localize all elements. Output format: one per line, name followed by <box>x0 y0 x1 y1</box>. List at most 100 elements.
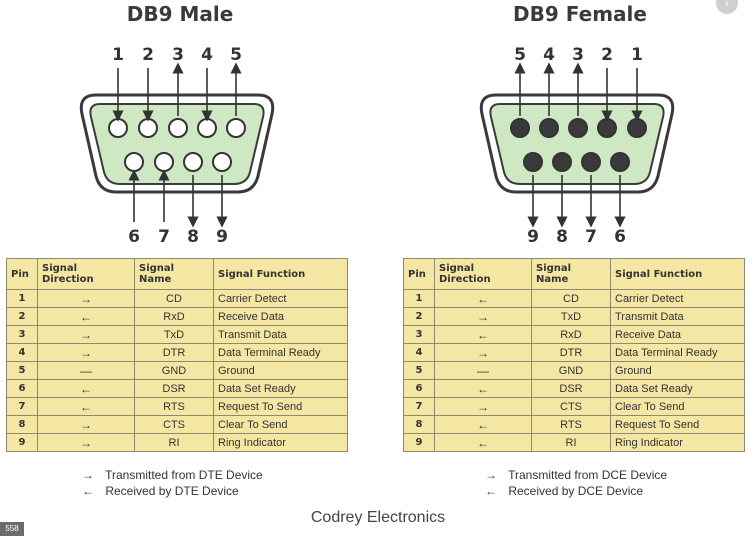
cell-signal-direction: ← <box>434 415 532 434</box>
pin-number-5: 5 <box>514 45 526 65</box>
cell-signal-name: RTS <box>134 397 214 416</box>
cell-signal-name: DSR <box>531 379 611 398</box>
cell-signal-function: Ring Indicator <box>610 433 745 452</box>
cell-pin: 7 <box>403 397 435 416</box>
cell-pin: 6 <box>6 379 38 398</box>
pin-7 <box>581 152 601 172</box>
pin-number-3: 3 <box>572 45 584 65</box>
pin-4 <box>539 118 559 138</box>
cell-pin: 8 <box>6 415 38 434</box>
cell-pin: 6 <box>403 379 435 398</box>
header-signal-name: Signal Name <box>531 258 611 290</box>
female-title: DB9 Female <box>513 2 647 26</box>
image-id-badge: 558 <box>0 522 24 536</box>
pin-number-2: 2 <box>601 45 613 65</box>
cell-pin: 5 <box>6 361 38 380</box>
cell-signal-function: Carrier Detect <box>213 289 348 308</box>
cell-signal-direction: → <box>434 397 532 416</box>
cell-pin: 5 <box>403 361 435 380</box>
right-arrow-icon: → <box>82 468 94 482</box>
cell-signal-function: Ground <box>610 361 745 380</box>
cell-signal-function: Receive Data <box>610 325 745 344</box>
cell-signal-direction: ← <box>37 397 135 416</box>
cell-signal-name: RI <box>531 433 611 452</box>
pin-1 <box>627 118 647 138</box>
male-title: DB9 Male <box>126 2 234 26</box>
legend-received: ← Received by DCE Device <box>485 484 667 498</box>
cell-signal-name: RxD <box>134 307 214 326</box>
cell-signal-function: Receive Data <box>213 307 348 326</box>
cell-signal-direction: ← <box>434 325 532 344</box>
cell-pin: 3 <box>403 325 435 344</box>
cell-signal-direction: → <box>434 343 532 362</box>
header-signal-function: Signal Function <box>213 258 348 290</box>
cell-signal-direction: → <box>37 325 135 344</box>
header-signal-direction: Signal Direction <box>37 258 135 290</box>
pin-number-7: 7 <box>158 227 170 247</box>
male-legend: → Transmitted from DTE Device ← Received… <box>82 468 263 498</box>
header-pin: Pin <box>403 258 435 290</box>
cell-signal-function: Transmit Data <box>213 325 348 344</box>
cell-signal-name: GND <box>531 361 611 380</box>
pin-number-6: 6 <box>614 227 626 247</box>
header-pin: Pin <box>6 258 38 290</box>
left-arrow-icon: ← <box>82 484 94 498</box>
pin-number-5: 5 <box>230 45 242 65</box>
cell-signal-direction: ← <box>37 307 135 326</box>
pin-1 <box>108 118 128 138</box>
cell-signal-function: Request To Send <box>610 415 745 434</box>
legend-received: ← Received by DTE Device <box>82 484 263 498</box>
cell-pin: 7 <box>6 397 38 416</box>
cell-signal-direction: ← <box>37 379 135 398</box>
pin-2 <box>597 118 617 138</box>
pin-4 <box>197 118 217 138</box>
table-header-row: Pin Signal Direction Signal Name Signal … <box>403 258 745 290</box>
legend-received-text: Received by DCE Device <box>508 484 644 498</box>
cell-pin: 1 <box>6 289 38 308</box>
male-signal-table: Pin Signal Direction Signal Name Signal … <box>6 258 348 452</box>
pin-number-6: 6 <box>128 227 140 247</box>
cell-signal-function: Transmit Data <box>610 307 745 326</box>
cell-signal-name: RI <box>134 433 214 452</box>
cell-signal-function: Data Set Ready <box>213 379 348 398</box>
pin-number-4: 4 <box>201 45 213 65</box>
pin-6 <box>610 152 630 172</box>
header-signal-direction: Signal Direction <box>434 258 532 290</box>
pin-number-1: 1 <box>631 45 643 65</box>
female-signal-table: Pin Signal Direction Signal Name Signal … <box>403 258 745 452</box>
cell-signal-function: Ground <box>213 361 348 380</box>
cell-signal-direction: ← <box>434 379 532 398</box>
legend-transmitted-text: Transmitted from DTE Device <box>105 468 263 482</box>
cell-signal-function: Data Set Ready <box>610 379 745 398</box>
cell-signal-name: CD <box>134 289 214 308</box>
cell-signal-direction: ← <box>434 433 532 452</box>
pin-number-3: 3 <box>172 45 184 65</box>
cell-signal-name: DTR <box>531 343 611 362</box>
pin-9 <box>523 152 543 172</box>
cell-signal-name: CD <box>531 289 611 308</box>
back-chevron-icon[interactable]: ‹ <box>716 0 738 14</box>
cell-pin: 4 <box>6 343 38 362</box>
table-header-row: Pin Signal Direction Signal Name Signal … <box>6 258 348 290</box>
cell-signal-name: RTS <box>531 415 611 434</box>
cell-signal-function: Request To Send <box>213 397 348 416</box>
cell-signal-direction: → <box>37 289 135 308</box>
pin-number-4: 4 <box>543 45 555 65</box>
pin-number-1: 1 <box>112 45 124 65</box>
cell-pin: 9 <box>6 433 38 452</box>
pin-3 <box>568 118 588 138</box>
pin-8 <box>552 152 572 172</box>
header-signal-name: Signal Name <box>134 258 214 290</box>
pin-8 <box>183 152 203 172</box>
cell-signal-name: TxD <box>134 325 214 344</box>
cell-signal-function: Clear To Send <box>213 415 348 434</box>
pin-5 <box>226 118 246 138</box>
